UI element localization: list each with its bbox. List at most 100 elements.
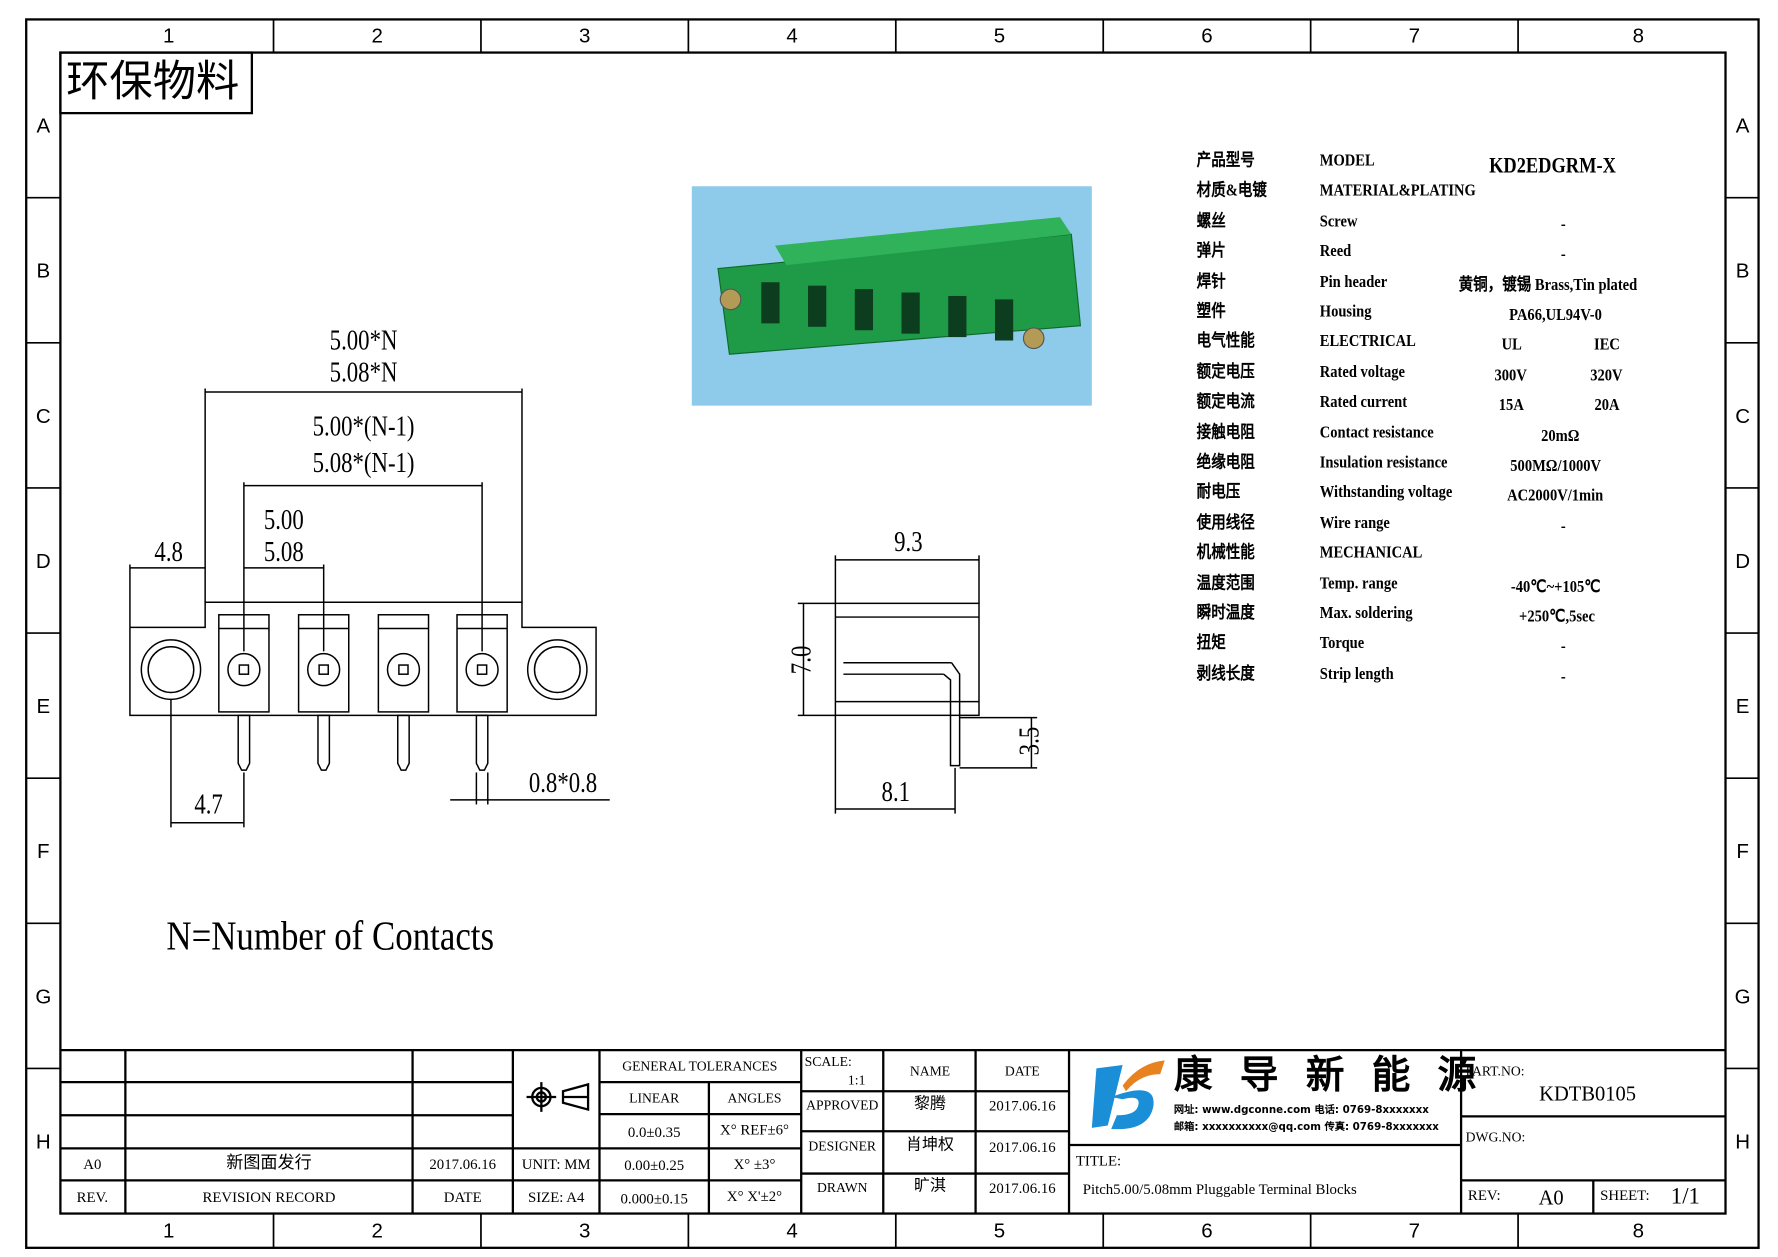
grid-row-left-B: B [36,258,51,282]
dim-span-508: 5.08*(N-1) [312,447,415,479]
grid-row-right-D: D [1735,549,1751,572]
spec-label-cn: 耐电压 [1196,483,1241,503]
sheet-value: 1/1 [1670,1183,1700,1209]
dim-pin-length: 3.5 [1014,726,1046,756]
stamp-box [59,51,254,115]
dwg-no-label: DWG.NO: [1465,1128,1526,1145]
spec-value-ul: 15A [1498,396,1524,416]
company-logo-icon [1091,1060,1165,1130]
spec-label-cn: 材质&电镀 [1196,182,1267,201]
spec-value-iec: 320V [1590,366,1623,385]
grid-row-right-E: E [1735,694,1750,718]
product-photo [691,186,1092,406]
contacts-note: N=Number of Contacts [166,913,495,959]
photo-slot [948,295,967,338]
grid-col-bottom-3: 3 [578,1219,591,1243]
unit: UNIT: MM [521,1155,591,1173]
pin [397,714,410,771]
rev-a0: A0 [83,1155,102,1173]
tol-angle-3: X° X'±2° [726,1187,783,1205]
side-view [797,555,1038,814]
scale-value: 1:1 [847,1071,866,1088]
grid-col-top-5: 5 [993,23,1006,47]
person-name: 旷淇 [914,1178,946,1196]
spec-label-cn: 瞬时温度 [1196,604,1255,623]
grid-col-bottom-7: 7 [1408,1219,1421,1243]
grid-row-right-C: C [1735,403,1751,427]
spec-value-iec: IEC [1594,336,1620,355]
grid-row-right-B: B [1735,258,1750,282]
grid-row-left-C: C [35,403,51,427]
title-block-lines [60,1048,1726,1214]
spec-label-cn: 塑件 [1196,302,1226,322]
spec-label-en: Insulation resistance [1319,453,1448,472]
dim-total-500: 5.00*N [329,325,398,357]
projection-symbol-icon [526,1082,590,1112]
dim-edge: 4.8 [154,537,183,568]
spec-label-cn: 使用线径 [1196,513,1255,533]
front-view [129,388,610,828]
dim-pin-offset: 4.7 [194,789,223,821]
angles-header: ANGLES [727,1090,782,1107]
spec-value: - [1560,215,1566,235]
rev-value: A0 [1538,1186,1564,1209]
spec-value: +250℃,5sec [1519,607,1595,627]
spec-value: 20mΩ [1541,426,1580,446]
spec-value: - [1560,245,1566,265]
spec-value: AC2000V/1min [1507,487,1604,506]
spec-label-en: Withstanding voltage [1319,483,1453,503]
spec-label-en: Max. soldering [1319,604,1413,623]
spec-label-en: Screw [1319,212,1358,231]
dim-pitch-500: 5.00 [263,505,304,536]
dim-pin-depth: 8.1 [881,777,911,808]
tol-angle-1: X° REF±6° [719,1120,789,1139]
grid-col-bottom-2: 2 [371,1219,383,1243]
person-date: 2017.06.16 [988,1178,1056,1196]
name-header: NAME [909,1062,951,1079]
spec-value: 黄铜，镀锡 Brass,Tin plated [1458,276,1638,295]
company-contact-2: 邮箱: xxxxxxxxxx@qq.com 传真: 0769-8xxxxxxx [1173,1122,1439,1134]
grid-row-left-A: A [36,113,51,137]
spec-label-en: Reed [1319,242,1352,261]
spec-value: - [1560,638,1566,657]
spec-label-en: MATERIAL&PLATING [1319,182,1476,201]
spec-label-en: Contact resistance [1319,423,1434,442]
grid-col-top-7: 7 [1408,23,1421,47]
spec-value-iec: 20A [1594,396,1620,416]
spec-label-en: MECHANICAL [1319,544,1423,563]
spec-value: -40℃~+105℃ [1510,577,1601,597]
grid-row-left-D: D [35,549,51,572]
spec-label-cn: 产品型号 [1196,151,1255,171]
tol-angle-2: X° ±3° [733,1155,776,1173]
pin [317,714,331,771]
scale-label: SCALE: [804,1053,852,1070]
photo-slot [808,285,827,327]
rev-label: REV: [1467,1186,1501,1204]
tol-linear-3: 0.000±0.15 [620,1189,688,1207]
spec-label-en: Rated current [1319,393,1408,412]
spec-label-en: Housing [1319,302,1372,322]
sheet-label: SHEET: [1600,1186,1650,1204]
person-role: DRAWN [816,1179,868,1196]
grid-col-bottom-8: 8 [1632,1219,1645,1243]
spec-value: 500MΩ/1000V [1510,457,1602,476]
spec-label-cn: 额定电压 [1196,363,1255,382]
person-name: 肖坤权 [906,1136,954,1155]
grid-row-left-H: H [35,1129,51,1153]
spec-label-en: Pin header [1319,272,1388,291]
grid-col-bottom-4: 4 [786,1219,798,1243]
grid-row-left-G: G [35,984,52,1008]
spec-value: PA66,UL94V-0 [1509,306,1602,325]
spec-value: KD2EDGRM-X [1489,154,1616,179]
grid-row-right-G: G [1734,984,1751,1008]
linear-header: LINEAR [629,1090,680,1107]
spec-label-cn: 机械性能 [1196,544,1255,563]
grid-col-top-1: 1 [162,23,175,47]
grid-col-bottom-1: 1 [162,1219,175,1243]
date-header: DATE [443,1188,482,1206]
title-label: TITLE: [1075,1151,1122,1169]
spec-label-en: Strip length [1319,664,1394,684]
grid-row-right-H: H [1735,1129,1751,1153]
grid-row-right-A: A [1735,113,1750,137]
